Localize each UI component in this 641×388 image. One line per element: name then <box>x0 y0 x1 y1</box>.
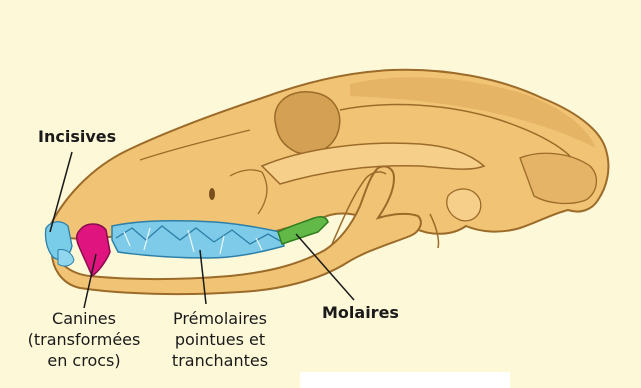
label-canines: Canines (transformées en crocs) <box>4 308 164 371</box>
label-premolaires: Prémolaires pointues et tranchantes <box>150 308 290 371</box>
leader-line-molaires <box>296 234 354 300</box>
leader-line-incisives <box>50 152 72 232</box>
label-molaires: Molaires <box>322 302 399 323</box>
leader-line-canines <box>84 254 96 308</box>
leader-line-premolaires <box>200 250 206 304</box>
label-incisives: Incisives <box>38 126 116 147</box>
